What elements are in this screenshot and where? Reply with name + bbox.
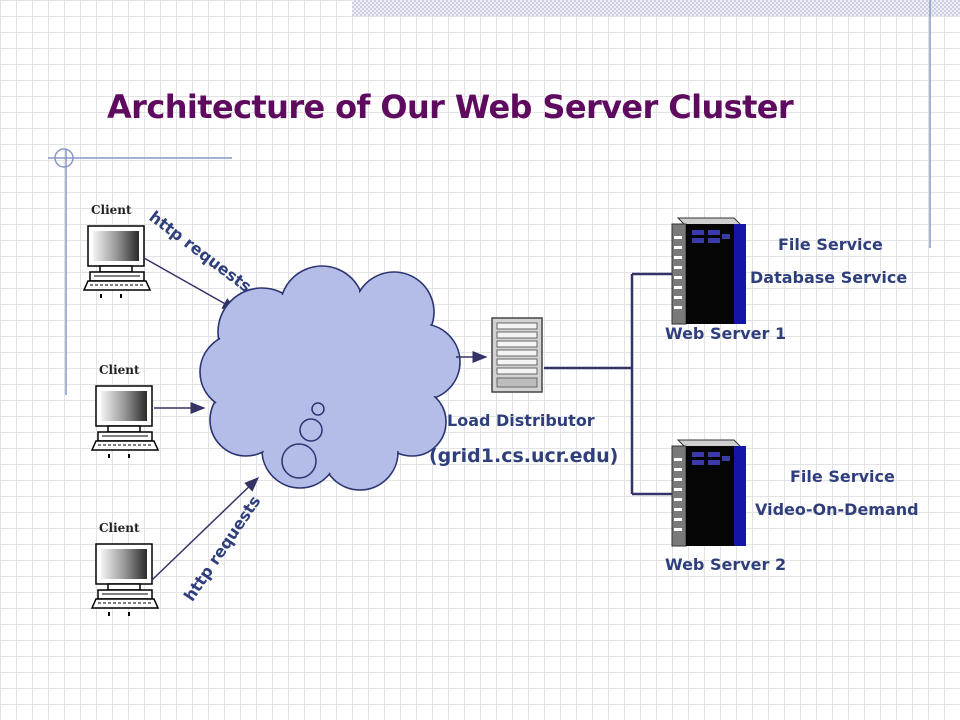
- server-1-service-file: File Service: [778, 235, 883, 254]
- client-computer-icon: [90, 385, 160, 458]
- load-distributor-host: (grid1.cs.ucr.edu): [429, 445, 619, 467]
- client-label: Client: [91, 203, 132, 217]
- server-connectors: [544, 272, 672, 496]
- client-computer-icon: [90, 543, 160, 616]
- client-label: Client: [99, 363, 140, 377]
- server-2-service-file: File Service: [790, 467, 895, 486]
- request-arrows: [143, 257, 260, 581]
- load-distributor-icon: [491, 317, 543, 393]
- page-title: Architecture of Our Web Server Cluster: [107, 88, 794, 126]
- internet-cloud: [199, 265, 461, 491]
- web-server-icon: [671, 439, 746, 547]
- client-label: Client: [99, 521, 140, 535]
- top-decorative-band: [352, 0, 960, 16]
- client-computer-icon: [82, 225, 152, 298]
- decorative-crosshair: [48, 148, 232, 395]
- web-server-icon: [671, 217, 746, 325]
- web-server-1-label: Web Server 1: [665, 324, 787, 343]
- web-server-2-label: Web Server 2: [665, 555, 787, 574]
- server-2-service-video: Video-On-Demand: [755, 500, 919, 519]
- load-distributor-label: Load Distributor: [447, 411, 595, 430]
- server-1-service-database: Database Service: [750, 268, 908, 287]
